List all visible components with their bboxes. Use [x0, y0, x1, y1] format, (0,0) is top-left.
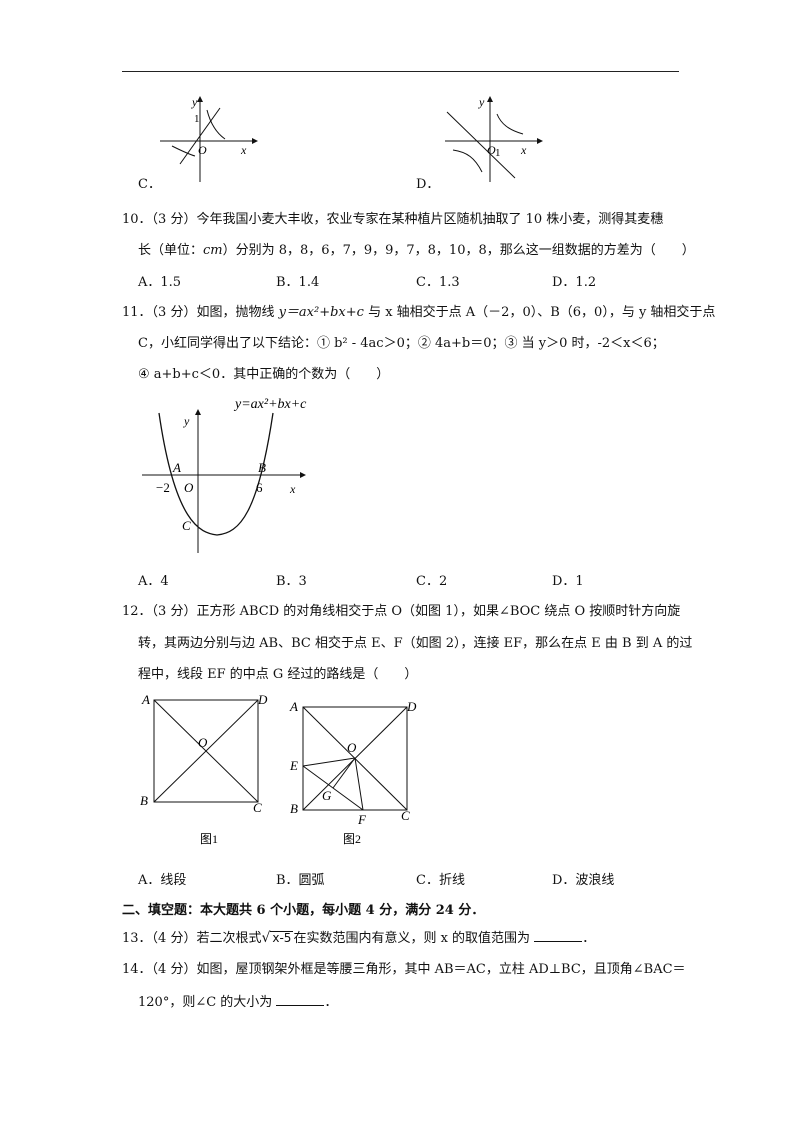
q13-answer-blank[interactable]: [534, 930, 583, 942]
fig1-c: C: [253, 800, 262, 815]
q10-line1: 10．（3 分）今年我国小麦大丰收，农业专家在某种植片区随机抽取了 10 株小麦…: [122, 212, 664, 227]
q10-option-d[interactable]: D．1.2: [552, 275, 597, 290]
q11-point-c: C: [182, 518, 191, 533]
q12-line3: 程中，线段 EF 的中点 G 经过的路线是（ ）: [138, 667, 418, 682]
q9c-origin: O: [198, 143, 207, 157]
q11-option-c[interactable]: C．2: [416, 574, 448, 589]
q9d-tick: 1: [495, 147, 501, 159]
q12-line2: 转，其两边分别与边 AB、BC 相交于点 E、F（如图 2），连接 EF，那么在…: [138, 636, 693, 651]
fig2-f: F: [357, 812, 367, 827]
q14-line1: 14．（4 分）如图，屋顶钢架外框是等腰三角形，其中 AB＝AC，立柱 AD⊥B…: [122, 962, 686, 977]
fig1-b: B: [140, 793, 148, 808]
q11-y-label: y: [183, 414, 190, 428]
q11-line1: 11．（3 分）如图，抛物线 y＝ax²+bx+c 与 x 轴相交于点 A（－2…: [122, 305, 716, 320]
q10-option-b[interactable]: B．1.4: [276, 275, 320, 290]
q12-option-c[interactable]: C．折线: [416, 873, 465, 888]
q9c-y-label: y: [191, 95, 198, 109]
q11-x-label: x: [289, 482, 296, 496]
fig2-b: B: [290, 801, 298, 816]
fig1-o: O: [198, 735, 208, 750]
fig2-d: D: [406, 699, 417, 714]
q9d-origin: O: [487, 143, 496, 157]
q12-figure-2: A D B C O E F G 图2: [289, 699, 417, 846]
q10-line2: 长（单位：cm）分别为 8，8，6，7，9，9，7，8，10，8，那么这一组数据…: [138, 243, 695, 258]
q12-option-b[interactable]: B．圆弧: [276, 873, 325, 888]
fig1-caption: 图1: [200, 832, 218, 846]
q11-option-a[interactable]: A．4: [138, 574, 169, 589]
q9d-y-label: y: [478, 95, 485, 109]
q12-option-a[interactable]: A．线段: [138, 873, 187, 888]
q11-equation: y=ax²+bx+c: [233, 397, 307, 412]
q11-line2: C，小红同学得出了以下结论：① b² - 4ac＞0；② 4a+b＝0；③ 当 …: [138, 336, 665, 351]
q11-tick-6: 6: [256, 480, 263, 495]
header-rule: [122, 71, 679, 72]
q10-option-a[interactable]: A．1.5: [138, 275, 182, 290]
q9d-x-label: x: [520, 143, 527, 157]
fig2-g: G: [322, 788, 332, 803]
q9-graph-d: y x 1 O: [445, 95, 543, 182]
section-2-heading: 二、填空题：本大题共 6 个小题，每小题 4 分，满分 24 分．: [122, 903, 485, 918]
q14-answer-blank[interactable]: [276, 994, 325, 1006]
q9c-x-label: x: [240, 143, 247, 157]
q11-line3: ④ a+b+c＜0．其中正确的个数为（ ）: [138, 367, 390, 382]
q12-figure-1: A D B C O 图1: [140, 692, 268, 846]
q11-point-a: A: [172, 460, 181, 475]
q12-option-d[interactable]: D．波浪线: [552, 873, 615, 888]
q11-option-d[interactable]: D．1: [552, 574, 584, 589]
fig2-caption: 图2: [343, 832, 361, 846]
fig2-o: O: [347, 740, 357, 755]
q9-option-c[interactable]: C．: [138, 177, 161, 192]
q11-point-b: B: [258, 460, 266, 475]
fig2-e: E: [289, 758, 298, 773]
fig1-a: A: [141, 692, 150, 707]
q9c-tick: 1: [194, 113, 200, 125]
q10-option-c[interactable]: C．1.3: [416, 275, 460, 290]
fig2-a: A: [289, 699, 298, 714]
q12-line1: 12．（3 分）正方形 ABCD 的对角线相交于点 O（如图 1），如果∠BOC…: [122, 604, 681, 619]
q14-line2: 120°，则∠C 的大小为 ．: [138, 994, 338, 1010]
q9-option-d[interactable]: D．: [416, 177, 440, 192]
q11-tick-neg2: −2: [156, 480, 170, 495]
fig2-c: C: [401, 808, 410, 823]
q11-origin: O: [184, 480, 194, 495]
q11-parabola-graph: y=ax²+bx+c y x A B C O −2 6: [142, 397, 307, 553]
q11-option-b[interactable]: B．3: [276, 574, 307, 589]
q13-radical: x-5: [270, 931, 294, 945]
q9-graph-c: y x 1 O: [160, 95, 258, 182]
fig1-d: D: [257, 692, 268, 707]
